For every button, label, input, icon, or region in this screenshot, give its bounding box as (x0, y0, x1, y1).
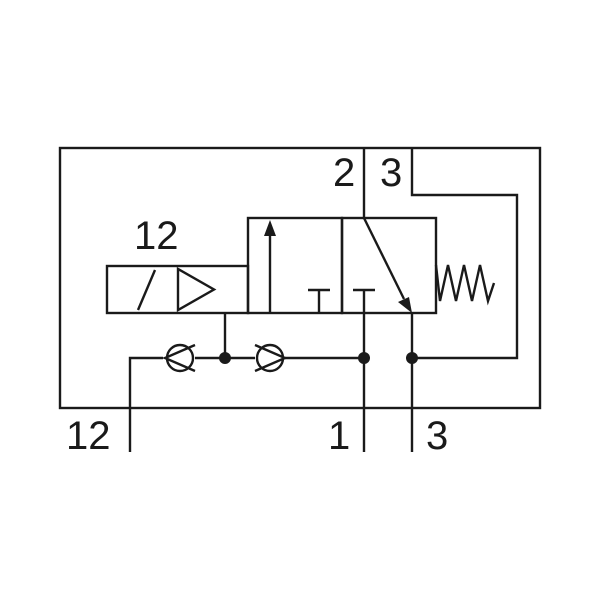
junction-dot-port-3 (406, 352, 418, 364)
solenoid-triangle (176, 266, 217, 313)
label-port-2: 2 (333, 151, 355, 195)
check-valve-left-ball (165, 343, 195, 373)
valve-enclosure (58, 146, 542, 410)
right-flow-line (362, 217, 406, 300)
right-flow-arrowhead (398, 297, 412, 313)
check-valve-right-ball (255, 343, 285, 373)
left-flow-arrowhead (264, 220, 276, 236)
check-valve-left-seat (161, 343, 196, 373)
solenoid-actuator (105, 264, 250, 315)
valve-position-right (340, 216, 438, 315)
valve-position-left (246, 216, 344, 315)
label-port-12: 12 (66, 414, 111, 458)
internal-lines (128, 148, 519, 452)
label-solenoid-12: 12 (134, 214, 179, 258)
valve-body (246, 216, 438, 315)
solenoid-coil-slash (136, 269, 157, 311)
check-valve-right-seat (254, 343, 289, 373)
label-port-3-bottom: 3 (426, 414, 448, 458)
junction-dot-port-1 (358, 352, 370, 364)
label-port-3-top: 3 (380, 151, 402, 195)
port-12-line (128, 356, 163, 452)
return-spring (434, 264, 496, 306)
junction-dot-pilot (219, 352, 231, 364)
check-valve-right (254, 343, 289, 373)
port-3-top-line (410, 148, 519, 360)
check-valve-left (161, 343, 196, 373)
label-port-1: 1 (328, 414, 350, 458)
